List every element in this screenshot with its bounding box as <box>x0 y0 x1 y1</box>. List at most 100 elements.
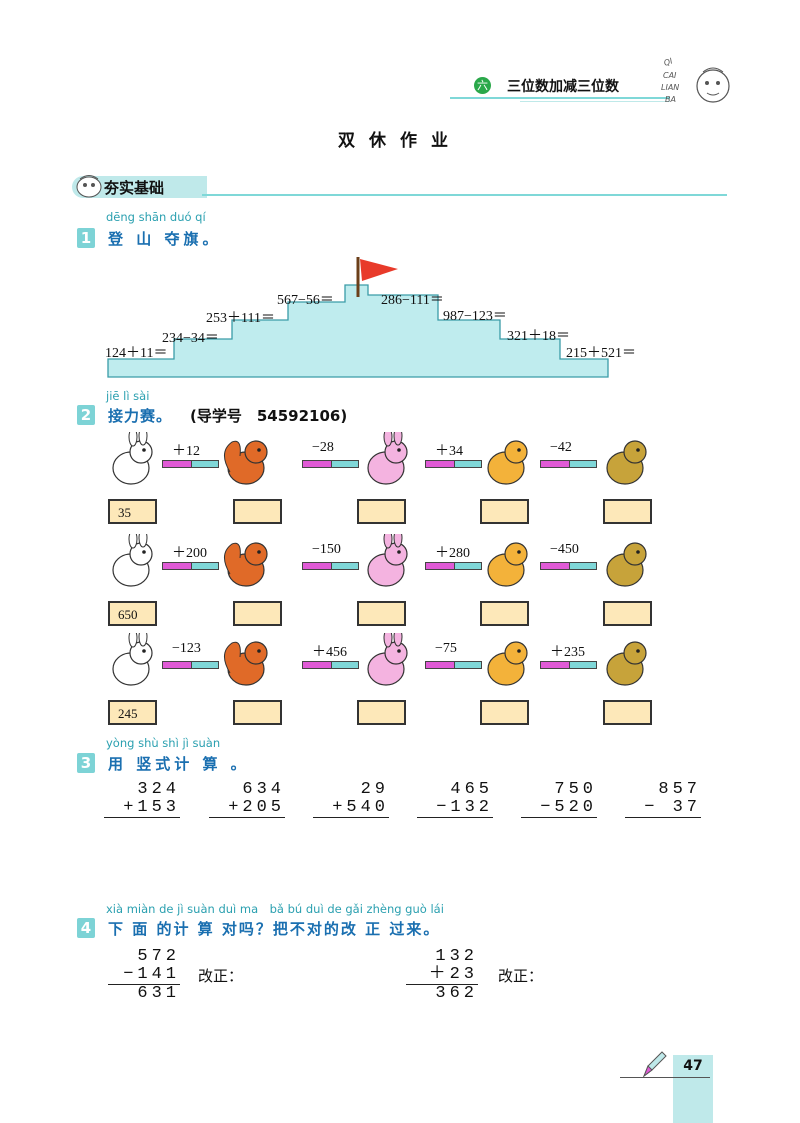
q4-problem-2-result: 362 <box>435 984 478 1003</box>
section-header: 夯实基础 <box>72 175 727 198</box>
q3-number: 3 <box>77 753 95 773</box>
calc-rule <box>104 817 180 818</box>
relay-answer-box[interactable] <box>480 700 529 725</box>
mountain-eq-6: 987−123＝ <box>443 309 507 324</box>
baton <box>302 661 359 669</box>
q1-pinyin: dēng shān duó qí <box>106 210 206 224</box>
q4-problem-2-top: 132 <box>435 947 478 966</box>
mountain-eq-8: 215＋521＝ <box>566 346 636 361</box>
badge-letters-1: QI <box>663 56 675 68</box>
mountain-eq-3: 253＋111＝ <box>206 311 275 326</box>
relay-operation: −450 <box>550 542 579 557</box>
relay-start-box: 35 <box>108 499 157 524</box>
q4-problem-1-bottom: −141 <box>123 965 180 984</box>
vertical-calc-problem: 857− 37 <box>625 781 701 818</box>
relay-answer-box[interactable] <box>603 499 652 524</box>
q3-text: 用 竖式计 算 。 <box>108 755 250 773</box>
vertical-calc-problem: 324+153 <box>104 781 180 818</box>
calc-rule <box>417 817 493 818</box>
q4-fix-label-2: 改正： <box>498 967 544 985</box>
vertical-calc-problem: 465−132 <box>417 781 493 818</box>
calc-rule <box>625 817 701 818</box>
q4-problem-1-top: 572 <box>137 947 180 966</box>
vertical-calc-problem: 634+205 <box>209 781 285 818</box>
cartoon-head-icon <box>76 175 102 198</box>
calc-top: 634 <box>242 780 285 799</box>
chapter-title: 三位数加减三位数 <box>507 79 619 95</box>
mountain-eq-4: 567−56＝ <box>277 293 334 308</box>
baton <box>540 460 597 468</box>
pink-rabbit-icon <box>358 627 418 697</box>
q4-problem-2: 132 ＋23 362 <box>406 948 478 1003</box>
calc-bottom: − 37 <box>644 798 701 817</box>
monkey-king-icon <box>597 432 657 496</box>
rabbit-icon <box>103 627 163 697</box>
chapter-badge: 六 <box>474 77 491 94</box>
calc-bottom: −520 <box>540 798 597 817</box>
baton <box>162 562 219 570</box>
q1-number: 1 <box>77 228 95 248</box>
squirrel-icon <box>218 432 278 496</box>
relay-operation: −75 <box>435 641 457 656</box>
q4-text: 下 面 的计 算 对吗？把不对的改 正 过来。 <box>108 920 441 938</box>
relay-answer-box[interactable] <box>357 700 406 725</box>
calc-rule <box>209 817 285 818</box>
relay-operation: ＋235 <box>550 645 585 660</box>
mountain-eq-1: 124＋11＝ <box>105 346 168 361</box>
header-rule-thin <box>520 101 670 102</box>
relay-operation: −28 <box>312 440 334 455</box>
monkey-small-icon <box>478 633 538 697</box>
baton <box>540 661 597 669</box>
page-number: 47 <box>683 1058 703 1074</box>
q4-pinyin: xià miàn de jì suàn duì ma bǎ bú duì de … <box>106 902 444 916</box>
mountain-steps <box>107 257 609 378</box>
rabbit-icon <box>103 528 163 598</box>
relay-answer-box[interactable] <box>480 601 529 626</box>
q1-text: 登 山 夺旗。 <box>108 230 222 248</box>
calc-rule <box>313 817 389 818</box>
relay-operation: −42 <box>550 440 572 455</box>
relay-start-box: 245 <box>108 700 157 725</box>
relay-operation: ＋456 <box>312 645 347 660</box>
vertical-calc-problem: 750−520 <box>521 781 597 818</box>
baton <box>162 460 219 468</box>
baton <box>540 562 597 570</box>
q2-text: 接力赛。 <box>108 407 173 425</box>
badge-letters-2: CAI <box>663 71 677 80</box>
relay-answer-box[interactable] <box>357 499 406 524</box>
squirrel-icon <box>218 534 278 598</box>
mountain-eq-2: 234−34＝ <box>162 331 219 346</box>
relay-start-box: 650 <box>108 601 157 626</box>
page-number-strip <box>673 1055 713 1123</box>
relay-operation: −123 <box>172 641 201 656</box>
relay-operation: ＋280 <box>435 546 470 561</box>
monkey-small-icon <box>478 534 538 598</box>
mountain-eq-7: 321＋18＝ <box>507 329 570 344</box>
monkey-king-icon <box>597 633 657 697</box>
baton <box>302 562 359 570</box>
baton <box>162 661 219 669</box>
squirrel-icon <box>218 633 278 697</box>
header-rule <box>450 97 670 99</box>
badge-letters-4: BA <box>665 95 676 104</box>
relay-operation: ＋34 <box>435 444 463 459</box>
relay-answer-box[interactable] <box>603 601 652 626</box>
relay-answer-box[interactable] <box>233 499 282 524</box>
calc-bottom: −132 <box>436 798 493 817</box>
calc-bottom: +153 <box>123 798 180 817</box>
relay-answer-box[interactable] <box>233 700 282 725</box>
calc-bottom: +540 <box>332 798 389 817</box>
q3-pinyin: yòng shù shì jì suàn <box>106 736 221 750</box>
relay-answer-box[interactable] <box>357 601 406 626</box>
pink-rabbit-icon <box>358 426 418 496</box>
badge-letters-3: LIAN <box>661 83 679 92</box>
relay-answer-box[interactable] <box>603 700 652 725</box>
relay-operation: ＋12 <box>172 444 200 459</box>
calc-bottom: +205 <box>228 798 285 817</box>
relay-answer-box[interactable] <box>480 499 529 524</box>
pink-rabbit-icon <box>358 528 418 598</box>
baton <box>302 460 359 468</box>
calc-top: 465 <box>450 780 493 799</box>
relay-answer-box[interactable] <box>233 601 282 626</box>
footer-rule <box>620 1077 710 1078</box>
